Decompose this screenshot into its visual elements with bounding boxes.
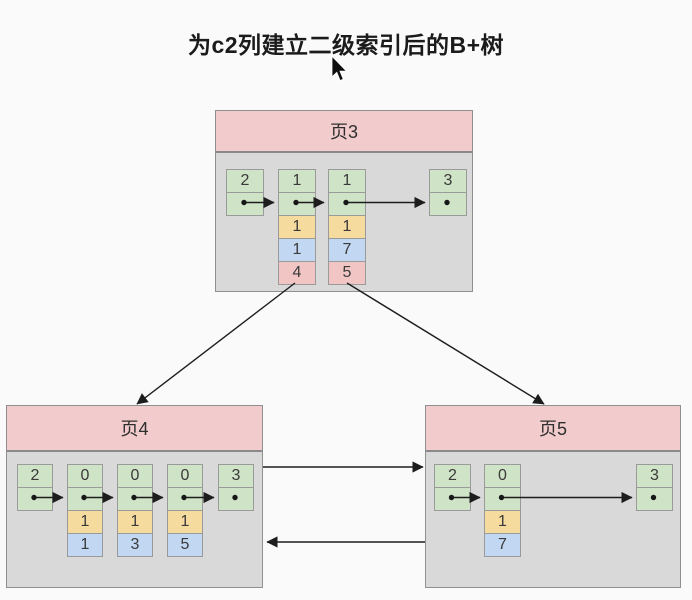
page-label: 页3 bbox=[329, 122, 358, 142]
record-cell: 0 bbox=[67, 464, 103, 488]
record-cell: 0 bbox=[484, 464, 521, 488]
next-record-pointer-cell bbox=[67, 487, 103, 511]
record-cell: 1 bbox=[117, 510, 153, 534]
page-header: 页5 bbox=[426, 406, 680, 452]
record-cell: 1 bbox=[328, 215, 366, 239]
record-cell: 1 bbox=[67, 510, 103, 534]
page-header: 页3 bbox=[216, 111, 472, 153]
next-record-pointer-cell bbox=[17, 487, 53, 511]
record-cell: 7 bbox=[328, 238, 366, 262]
record-cell: 0 bbox=[167, 464, 203, 488]
record-cell: 1 bbox=[328, 169, 366, 193]
record-cell: 1 bbox=[278, 215, 316, 239]
next-record-pointer-cell bbox=[278, 192, 316, 216]
record-cell: 3 bbox=[218, 464, 254, 488]
next-record-pointer-cell bbox=[226, 192, 264, 216]
page-label: 页4 bbox=[120, 419, 149, 439]
record-cell: 1 bbox=[67, 533, 103, 557]
mouse-cursor-icon bbox=[331, 55, 349, 82]
next-record-pointer-cell bbox=[167, 487, 203, 511]
next-record-pointer-cell bbox=[636, 487, 673, 511]
record-cell: 3 bbox=[429, 169, 467, 193]
record-cell: 2 bbox=[434, 464, 471, 488]
next-record-pointer-cell bbox=[117, 487, 153, 511]
page-header: 页4 bbox=[7, 406, 262, 452]
record-cell: 3 bbox=[636, 464, 673, 488]
record-cell: 1 bbox=[484, 510, 521, 534]
next-record-pointer-cell bbox=[429, 192, 467, 216]
record-cell: 5 bbox=[328, 261, 366, 285]
parent-to-child-arrow bbox=[346, 282, 545, 405]
record-cell: 2 bbox=[226, 169, 264, 193]
record-cell: 1 bbox=[278, 169, 316, 193]
parent-to-child-arrow bbox=[136, 282, 296, 405]
record-cell: 4 bbox=[278, 261, 316, 285]
next-record-pointer-cell bbox=[218, 487, 254, 511]
diagram-title: 为c2列建立二级索引后的B+树 bbox=[187, 32, 505, 58]
next-record-pointer-cell bbox=[328, 192, 366, 216]
record-cell: 7 bbox=[484, 533, 521, 557]
record-cell: 2 bbox=[17, 464, 53, 488]
next-record-pointer-cell bbox=[434, 487, 471, 511]
record-cell: 5 bbox=[167, 533, 203, 557]
page-label: 页5 bbox=[538, 419, 567, 439]
record-cell: 1 bbox=[167, 510, 203, 534]
record-cell: 0 bbox=[117, 464, 153, 488]
record-cell: 3 bbox=[117, 533, 153, 557]
next-record-pointer-cell bbox=[484, 487, 521, 511]
record-cell: 1 bbox=[278, 238, 316, 262]
